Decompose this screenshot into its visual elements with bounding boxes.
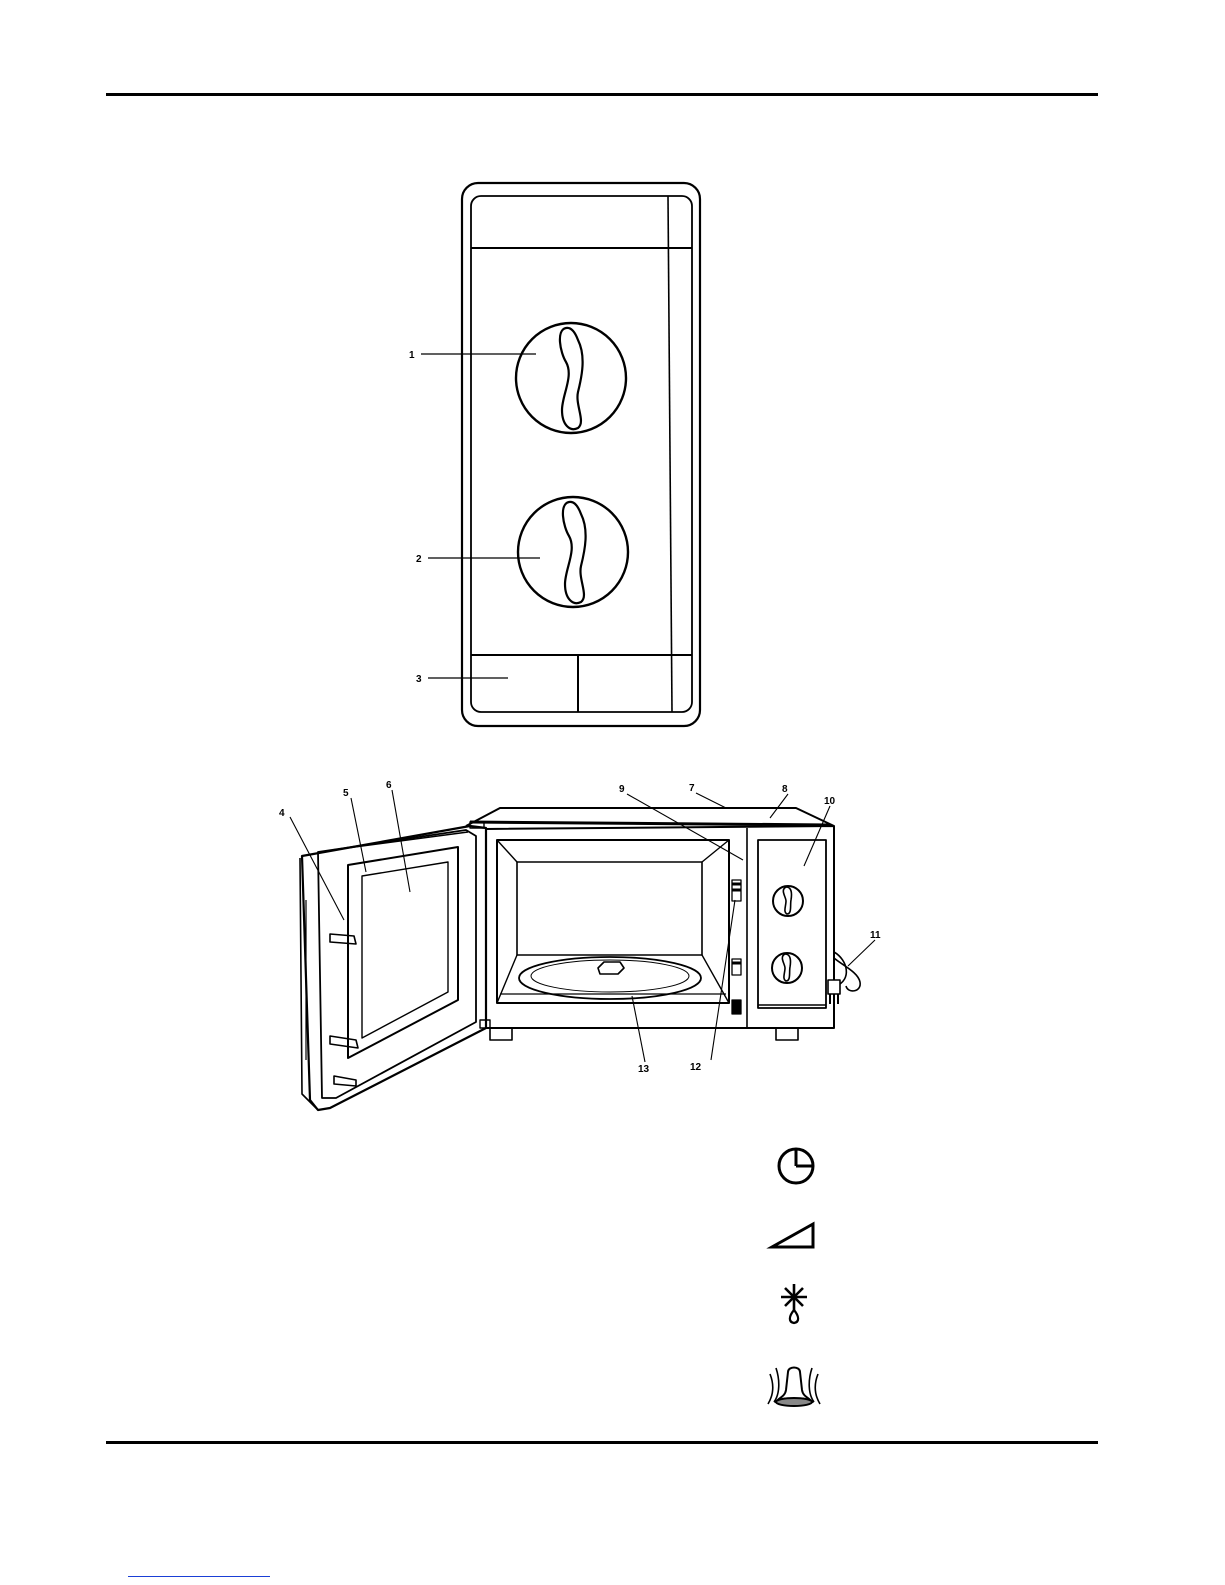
callout-12: 12 (690, 1062, 702, 1073)
callout-11: 11 (870, 930, 881, 941)
power-cord-plug (828, 952, 860, 1004)
callout-7: 7 (689, 783, 695, 794)
oven-control-panel (758, 840, 826, 1008)
knob-timer-icon (516, 323, 626, 433)
callout-13: 13 (638, 1064, 650, 1075)
power-level-icon (772, 1224, 813, 1247)
turntable (519, 957, 701, 999)
control-panel-diagram (421, 183, 700, 726)
oven-leader-lines (290, 790, 875, 1062)
defrost-icon (781, 1284, 807, 1323)
callout-9: 9 (619, 784, 625, 795)
oven-door (300, 822, 490, 1110)
callout-8: 8 (782, 784, 788, 795)
timer-clock-icon (779, 1149, 813, 1183)
callout-1: 1 (409, 350, 415, 361)
oven-diagram (290, 790, 875, 1110)
door-interlocks (732, 880, 741, 1014)
panel-right-divider (668, 196, 672, 712)
bell-icon (768, 1368, 820, 1407)
panel-outer-frame (462, 183, 700, 726)
callout-10: 10 (824, 796, 836, 807)
knob-power-icon (518, 497, 628, 607)
callout-5: 5 (343, 788, 349, 799)
callout-3: 3 (416, 674, 422, 685)
callout-6: 6 (386, 780, 392, 791)
callout-2: 2 (416, 554, 422, 565)
panel-inner-frame (471, 196, 692, 712)
callout-4: 4 (279, 808, 285, 819)
